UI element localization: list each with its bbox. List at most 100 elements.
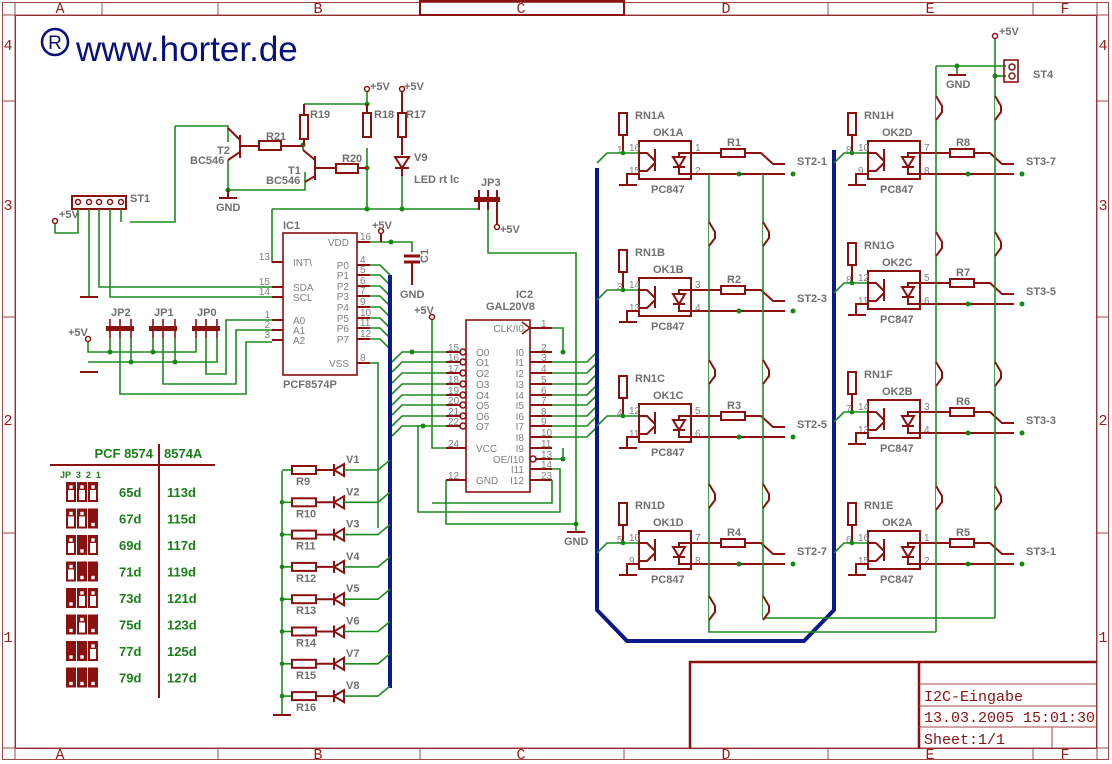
resistor-label: R8 — [956, 137, 970, 149]
led-label: V7 — [346, 648, 359, 660]
ic2-pin-name: CLK/I0 — [493, 324, 524, 335]
ic1-pin-name: P0 — [337, 261, 350, 272]
led-icon — [332, 591, 345, 607]
frame-row-label: 4 — [1098, 38, 1107, 55]
jumper-pin — [79, 511, 85, 516]
resistor-label: R4 — [727, 527, 742, 539]
jumper-slot — [68, 516, 74, 527]
gnd-label: GND — [946, 79, 971, 91]
junction — [736, 434, 742, 440]
resistor-network — [847, 502, 857, 526]
diode-leads — [907, 542, 920, 565]
opto-pin: 9 — [858, 166, 864, 177]
address-pcf8574: 67d — [119, 512, 141, 527]
bus-wire — [552, 394, 598, 406]
ic2-pin-number: 21 — [448, 407, 460, 418]
brand-url[interactable]: www.horter.de — [75, 30, 298, 69]
ic2-pin-name: O3 — [476, 380, 490, 391]
address-pcf8574a: 113d — [167, 485, 196, 500]
opto-body — [867, 140, 921, 180]
out-lead — [745, 415, 785, 428]
bridge-switch-icon — [708, 221, 716, 247]
diode-leads — [678, 542, 691, 565]
junction — [736, 561, 742, 567]
resistor-r3 — [720, 411, 746, 421]
emitter-lead — [626, 310, 639, 322]
junction — [420, 423, 426, 429]
frame-col-label: B — [313, 747, 322, 764]
opto-ref: OK1D — [653, 517, 684, 529]
resistor-r15 — [291, 658, 317, 669]
bus-wire — [344, 556, 391, 568]
diode-leads — [678, 289, 691, 312]
opto-pin: 5 — [695, 406, 701, 417]
ic2-pin-name: I5 — [516, 401, 525, 412]
ic2-pin-number: 4 — [541, 364, 547, 375]
resistor-r18 — [362, 112, 372, 138]
address-pcf8574a: 119d — [167, 565, 196, 580]
jumper-slot — [79, 643, 85, 653]
led-icon — [332, 623, 345, 640]
resistor-label: R5 — [956, 527, 970, 539]
ic1-pin-number: 3 — [264, 330, 270, 341]
jp1-label: JP1 — [154, 307, 174, 319]
ic1-value: PCF8574P — [283, 379, 337, 391]
bus-wire — [370, 295, 391, 307]
opto-pin: 14 — [858, 402, 870, 413]
ic2-pin-number: 13 — [541, 450, 553, 461]
jumper-pin — [79, 575, 85, 580]
opto-pin: 12 — [629, 406, 641, 417]
ic1-pin-name: P5 — [337, 314, 350, 325]
jumper-pin — [79, 617, 85, 622]
jumper-pin — [68, 537, 74, 543]
diode-icon — [900, 286, 916, 299]
bus-wire — [552, 373, 598, 385]
rn-pin: 3 — [617, 282, 623, 293]
bridge-switch-icon — [708, 483, 716, 509]
frame-col-label: F — [1060, 1, 1069, 18]
jp3-label: JP3 — [481, 177, 501, 189]
resistor-network — [618, 375, 628, 399]
v9-value: LED rt lc — [414, 174, 459, 186]
resistor-r2 — [720, 285, 746, 295]
inverter-bubble-icon — [459, 380, 467, 388]
ic2-pin-name: O0 — [476, 348, 490, 359]
opto-type: PC847 — [651, 574, 685, 586]
resistor-r16 — [291, 691, 317, 702]
ic1-pin-number: 9 — [360, 297, 366, 308]
c1-label: C1 — [419, 249, 431, 263]
ic2-pin-number: 3 — [541, 353, 547, 364]
bridge-switch-icon — [762, 359, 770, 385]
emitter-lead — [855, 303, 868, 315]
ic1-pin-name: P6 — [337, 324, 350, 335]
bus-wire — [344, 620, 391, 633]
opto-type: PC847 — [651, 321, 685, 333]
phototransistor-icon — [639, 286, 656, 309]
terminal-label: ST2-7 — [797, 546, 827, 558]
address-pcf8574a: 115d — [167, 512, 196, 527]
junction — [1019, 171, 1025, 177]
jumper-slot — [90, 490, 96, 500]
jumper-pin — [68, 628, 74, 633]
ic2-pin-name: I4 — [516, 391, 525, 402]
ic1-pin-number: 4 — [360, 255, 366, 266]
opto-pin: 1 — [924, 533, 930, 544]
address-pcf8574: 69d — [119, 538, 141, 553]
inverter-bubble-icon — [459, 348, 467, 356]
rn-pin: 1 — [617, 145, 623, 156]
address-pcf8574: 75d — [119, 618, 141, 633]
bus-wire — [552, 426, 598, 438]
jumper-slot — [90, 616, 96, 627]
bus-wire — [552, 362, 598, 374]
bus-wire — [344, 653, 391, 665]
resistor-r9 — [291, 465, 317, 475]
optocoupler-inputs: RN1A1OK1APC847161512R1ST2-1RN1B3OK1BPC84… — [596, 80, 1056, 633]
phototransistor-icon — [639, 539, 656, 562]
jp0-label: JP0 — [197, 307, 217, 319]
bridge-switch-icon — [708, 595, 716, 621]
